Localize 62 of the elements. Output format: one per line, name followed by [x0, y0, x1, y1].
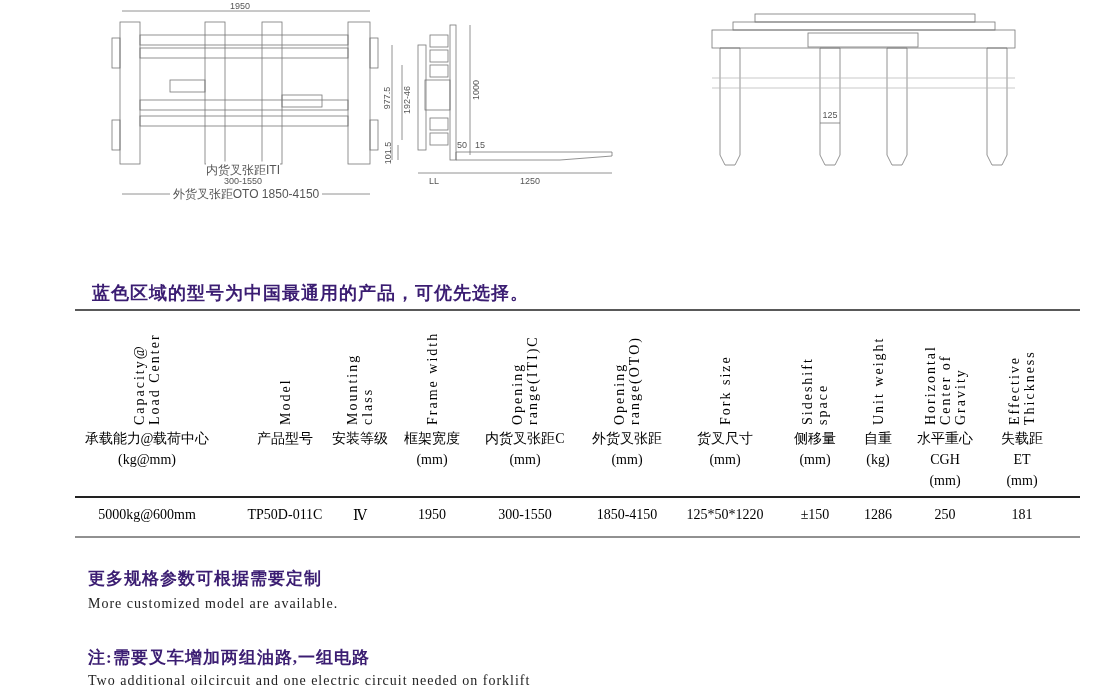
table-cell: TP50D-011C	[247, 507, 323, 523]
note-text: More customized model are available.	[88, 596, 339, 612]
column-header: (kg)	[866, 451, 890, 469]
dimension-label: 外货叉张距OTO 1850-4150	[172, 185, 320, 203]
table-cell: 125*50*1220	[686, 507, 764, 523]
column-header: (mm)	[416, 451, 448, 469]
table-cell: 1850-4150	[596, 507, 658, 523]
note-heading: 更多规格参数可根据需要定制	[88, 568, 322, 590]
note-text: Two additional oilcircuit and one electric circuit needed on forklift	[88, 673, 531, 689]
column-header: 安装等级	[332, 430, 388, 448]
column-header: 自重	[864, 430, 892, 448]
dimension-label: 15	[475, 140, 485, 150]
column-header: 外货叉张距	[592, 430, 662, 448]
column-header: 货叉尺寸	[697, 430, 753, 448]
dimension-label: 1950	[230, 1, 250, 11]
column-header: 产品型号	[257, 430, 313, 448]
column-header: (mm)	[1006, 472, 1038, 490]
column-header: CGH	[930, 451, 960, 469]
column-header: Model	[277, 377, 293, 425]
column-header: 失载距	[1001, 430, 1043, 448]
note-heading: 注:需要叉车增加两组油路,一组电路	[88, 647, 370, 669]
table-cell: 181	[1011, 507, 1033, 523]
column-header: Frame width	[424, 330, 440, 425]
column-header: Fork size	[717, 354, 733, 425]
dimension-label: 内货叉张距ITI	[206, 161, 280, 179]
dimension-label: 101.5	[383, 141, 393, 165]
column-header: Mounting class	[345, 352, 375, 425]
column-header: (mm)	[709, 451, 741, 469]
column-header: (mm)	[509, 451, 541, 469]
column-header: (mm)	[799, 451, 831, 469]
column-header: 框架宽度	[404, 430, 460, 448]
column-header: 承载能力@载荷中心	[84, 430, 210, 448]
column-header: Horizontal Center of Gravity	[922, 344, 968, 425]
column-header: ET	[1013, 451, 1031, 469]
table-cell: 1286	[864, 507, 892, 523]
dimension-label: 50	[457, 140, 467, 150]
table-cell: Ⅳ	[353, 507, 367, 524]
dimension-label: 1250	[520, 176, 540, 186]
column-header: Sideshift space	[800, 356, 830, 425]
dimension-label: 300-1550	[224, 176, 262, 186]
column-header: (mm)	[929, 472, 961, 490]
column-header: Effective Thickness	[1007, 349, 1037, 425]
dimension-label: 977.5	[382, 86, 392, 110]
dimension-label: 1000	[471, 80, 481, 100]
table-cell: 5000kg@600mm	[98, 507, 196, 523]
dimension-label: LL	[429, 176, 439, 186]
heading-text: 蓝色区域的型号为中国最通用的产品，可优先选择。	[92, 282, 529, 305]
table-cell: 1950	[418, 507, 446, 523]
column-header: 水平重心	[917, 430, 973, 448]
dimension-label: 192-46	[402, 86, 412, 114]
column-header: Capacity@ Load Center	[132, 332, 162, 425]
column-header: 内货叉张距C	[485, 430, 565, 448]
column-header: 侧移量	[794, 430, 836, 448]
column-header: (kg@mm)	[118, 451, 176, 469]
column-header: Opening range(OTO)	[612, 335, 642, 425]
table-cell: 300-1550	[498, 507, 552, 523]
column-header: (mm)	[611, 451, 643, 469]
column-header: Unit weight	[870, 335, 886, 425]
table-cell: 250	[934, 507, 956, 523]
column-header: Opening range(ITI)C	[510, 334, 540, 425]
table-cell: ±150	[800, 507, 830, 523]
dimension-label: 125	[822, 110, 838, 120]
